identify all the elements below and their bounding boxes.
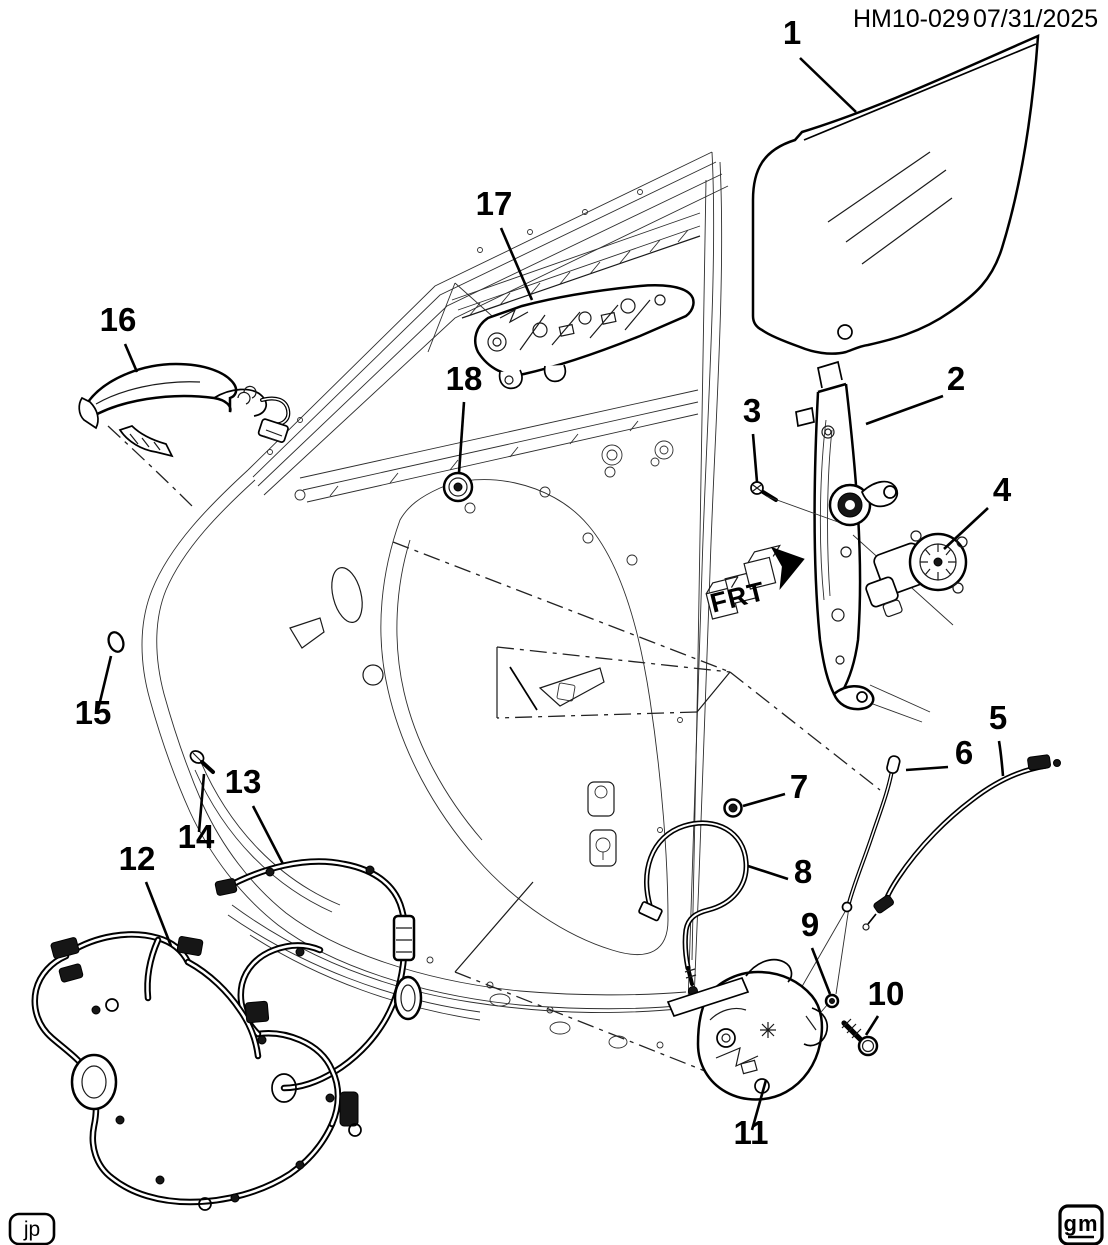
- handle-bracket: [474, 284, 695, 390]
- callout-14: 14: [178, 818, 215, 855]
- door-shell-drawing: [141, 151, 729, 1049]
- callout-1: 1: [783, 14, 801, 51]
- callout-9: 9: [801, 906, 819, 943]
- doc-date: 07/31/2025: [973, 5, 1098, 33]
- callout-11: 11: [734, 1114, 769, 1151]
- callout-3: 3: [743, 392, 761, 429]
- doc-number: HM10-029: [853, 5, 970, 33]
- callout-4: 4: [993, 471, 1012, 508]
- callout-17: 17: [476, 185, 513, 222]
- rear-door-window-glass: [751, 34, 1040, 355]
- frt-direction-indicator: FRT: [705, 544, 805, 620]
- latch-bolt: [841, 1018, 879, 1057]
- window-regulator: [795, 360, 899, 711]
- lock-cable: [862, 754, 1061, 931]
- callout-13: 13: [225, 763, 262, 800]
- bushing: [824, 993, 840, 1009]
- lock-rod: [841, 755, 901, 913]
- release-cable: [638, 820, 749, 996]
- callout-15: 15: [75, 694, 112, 731]
- callout-2: 2: [947, 360, 965, 397]
- frt-arrow-icon: [770, 546, 805, 590]
- callout-8: 8: [794, 853, 812, 890]
- callout-12: 12: [119, 840, 156, 877]
- callout-5: 5: [989, 699, 1007, 736]
- screw: [189, 750, 215, 774]
- window-motor: [865, 530, 968, 618]
- outside-handle: [78, 362, 291, 458]
- callout-10: 10: [868, 975, 905, 1012]
- grommet: [723, 798, 743, 818]
- artist-initials: jp: [23, 1218, 40, 1241]
- callout-6: 6: [955, 734, 973, 771]
- callout-18: 18: [446, 360, 483, 397]
- sheet-header: HM10-029 07/31/2025: [853, 5, 1098, 33]
- gm-logo-text: gm: [1064, 1211, 1099, 1236]
- regulator-bolt: [750, 481, 839, 523]
- door-latch: [666, 958, 829, 1101]
- callouts: 1 2 3 4 5 6 7 8 9 10 11 12 13 14 15 16 1…: [75, 14, 1012, 1151]
- retainer-ring: [107, 631, 125, 653]
- callout-7: 7: [790, 768, 808, 805]
- artist-mark: jp: [8, 1212, 56, 1245]
- callout-16: 16: [100, 301, 137, 338]
- section-lines: [107, 282, 954, 1074]
- hole-plug: [442, 471, 474, 503]
- gm-logo: gm: [1058, 1204, 1104, 1245]
- door-wiring-harness: [31, 858, 423, 1211]
